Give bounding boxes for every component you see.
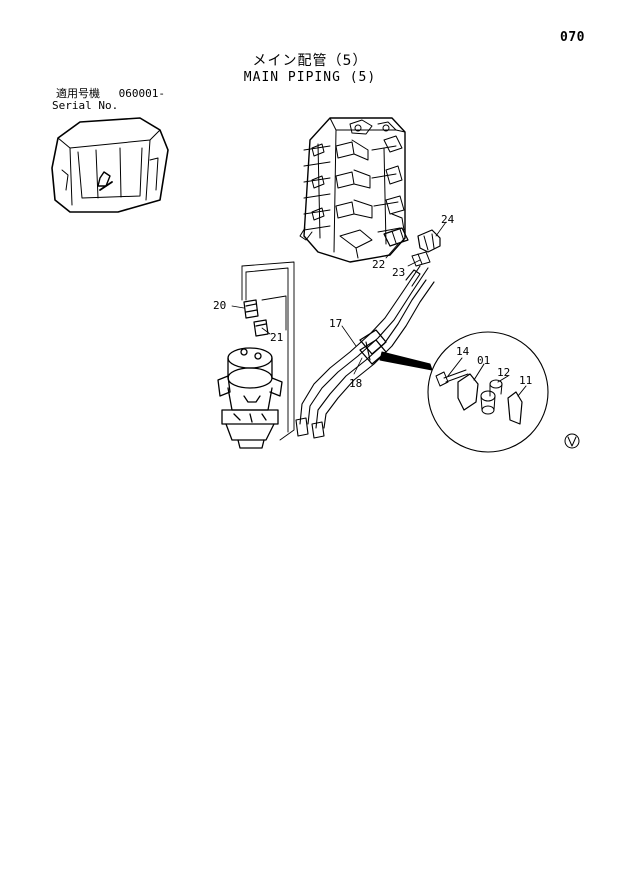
serial-label-en: Serial No. [52, 99, 119, 112]
callout-20: 20 [213, 299, 227, 312]
pipe-routing [241, 261, 295, 441]
title-japanese: メイン配管（5） [252, 53, 368, 69]
callout-01: 01 [477, 354, 491, 367]
callout-24: 24 [441, 213, 455, 226]
serial-value: 060001- [118, 87, 165, 100]
fittings-lower [243, 299, 269, 337]
fittings-upper [383, 227, 441, 267]
callout-21: 21 [270, 331, 284, 344]
excavator-cab-icon [51, 117, 169, 213]
callout-12: 12 [497, 366, 511, 379]
callout-22: 22 [372, 258, 386, 271]
callout-18: 18 [349, 377, 363, 390]
hose-assembly [295, 265, 435, 439]
detail-view [379, 331, 549, 453]
leader-lines [231, 221, 447, 375]
callout-17: 17 [329, 317, 343, 330]
page-number: 070 [560, 30, 585, 45]
serial-label-jp: 適用号機 [56, 87, 100, 100]
control-valve [299, 117, 406, 263]
title-english: MAIN PIPING (5) [243, 70, 377, 85]
callout-23: 23 [392, 266, 406, 279]
serial-info: 適用号機 060001- Serial No. [52, 87, 165, 112]
callout-11: 11 [519, 374, 533, 387]
swivel-joint [217, 347, 283, 449]
stamp-symbol [564, 433, 580, 449]
callout-14: 14 [456, 345, 470, 358]
